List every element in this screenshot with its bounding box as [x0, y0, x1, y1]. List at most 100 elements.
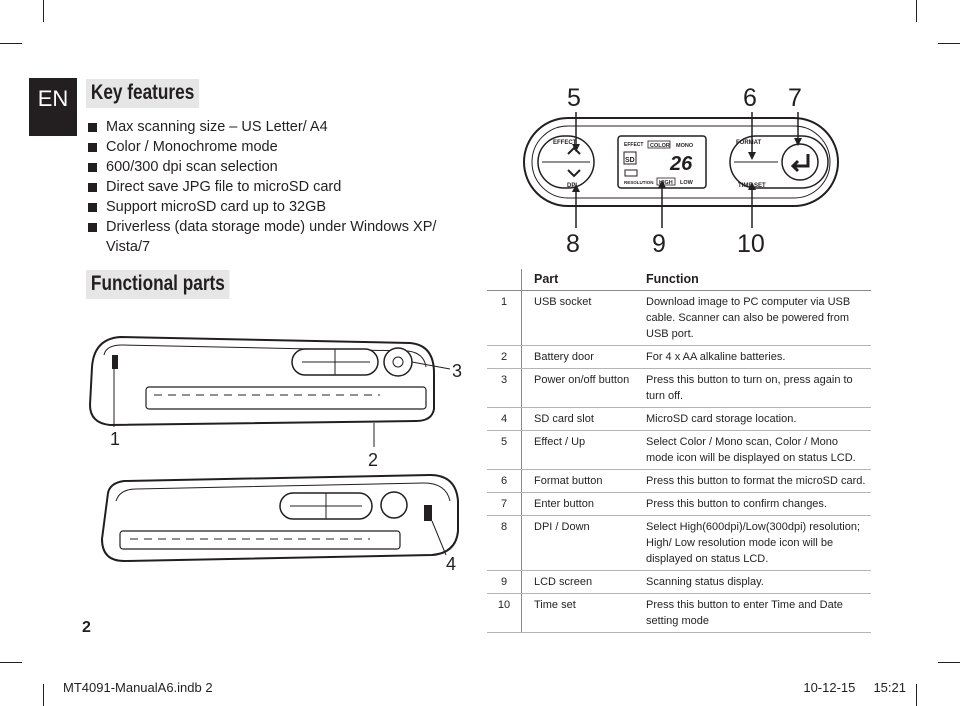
callout-8: 8 — [566, 230, 580, 258]
row-num: 5 — [487, 430, 522, 470]
list-item: Support microSD card up to 32GB — [88, 197, 478, 217]
scanner-device-diagram: 1 2 3 4 — [88, 335, 462, 574]
row-part: Effect / Up — [521, 430, 638, 470]
lcd-low-label: LOW — [680, 180, 694, 186]
dpi-label: DPI — [567, 183, 577, 189]
row-part: Power on/off button — [521, 368, 638, 408]
bullet-icon — [88, 123, 97, 132]
row-function: Select Color / Mono scan, Color / Mono m… — [638, 430, 871, 470]
row-function: Download image to PC computer via USB ca… — [638, 290, 871, 346]
crop-mark — [916, 0, 917, 22]
bullet-icon — [88, 223, 97, 232]
callout-1: 1 — [110, 429, 120, 449]
control-panel-diagram: 5 6 7 8 9 10 EFFECT DPI EFFECT COLOR MON… — [523, 84, 839, 258]
sd-card-icon — [623, 151, 637, 165]
table-header-part: Part — [521, 269, 638, 291]
scanner-bottom-view — [100, 473, 459, 563]
row-part: Format button — [521, 469, 638, 493]
row-part: Battery door — [521, 345, 638, 369]
panel-inner — [531, 125, 831, 199]
row-part: Time set — [521, 593, 638, 633]
row-part: SD card slot — [521, 407, 638, 431]
crop-mark — [938, 43, 960, 44]
row-part: LCD screen — [521, 570, 638, 594]
enter-button — [781, 143, 819, 181]
feature-text: Max scanning size – US Letter/ A4 — [106, 119, 328, 135]
lcd-color-label: COLOR — [650, 143, 670, 149]
row-num: 2 — [487, 345, 522, 369]
feature-text: Direct save JPG file to microSD card — [106, 179, 342, 195]
bullet-icon — [88, 143, 97, 152]
row-function: For 4 x AA alkaline batteries. — [638, 345, 871, 369]
lcd-mono-label: MONO — [676, 143, 694, 149]
crop-mark — [938, 662, 960, 663]
lcd-sd-label: SD — [625, 157, 635, 164]
bullet-icon — [88, 163, 97, 172]
bullet-icon — [88, 183, 97, 192]
callout-4: 4 — [446, 554, 456, 574]
row-num: 6 — [487, 469, 522, 493]
table-header-function: Function — [638, 269, 871, 291]
callout-10: 10 — [737, 230, 765, 258]
row-num: 10 — [487, 593, 522, 633]
row-function: Press this button to format the microSD … — [638, 469, 871, 493]
crop-mark — [43, 0, 44, 22]
list-item: Driverless (data storage mode) under Win… — [88, 217, 478, 257]
list-item: Color / Monochrome mode — [88, 137, 478, 157]
chevron-down-icon — [567, 169, 581, 178]
enter-arrow-icon — [790, 154, 810, 173]
usb-socket — [112, 355, 118, 369]
row-function: Press this button to turn on, press agai… — [638, 368, 871, 408]
row-part: USB socket — [521, 290, 638, 346]
row-function: Scanning status display. — [638, 570, 871, 594]
page-number: 2 — [82, 619, 91, 636]
effect-label: EFFECT — [553, 140, 577, 146]
crop-mark — [0, 43, 22, 44]
footer-timestamp: 10-12-15 15:21 — [803, 680, 906, 695]
crop-mark — [0, 662, 22, 663]
callout-2: 2 — [368, 450, 378, 470]
row-part: DPI / Down — [521, 515, 638, 571]
footer-file-name: MT4091-ManualA6.indb 2 — [63, 680, 213, 695]
row-num: 4 — [487, 407, 522, 431]
lcd-high-label: HIGH — [659, 180, 673, 186]
row-num: 3 — [487, 368, 522, 408]
row-function: Press this button to confirm changes. — [638, 492, 871, 516]
row-function: Press this button to enter Time and Date… — [638, 593, 871, 633]
row-num: 7 — [487, 492, 522, 516]
row-num: 1 — [487, 290, 522, 346]
row-function: Select High(600dpi)/Low(300dpi) resoluti… — [638, 515, 871, 571]
feature-text: Color / Monochrome mode — [106, 139, 278, 155]
row-part: Enter button — [521, 492, 638, 516]
feature-text: Support microSD card up to 32GB — [106, 199, 327, 215]
list-item: Direct save JPG file to microSD card — [88, 177, 478, 197]
power-button — [383, 347, 413, 377]
list-item: 600/300 dpi scan selection — [88, 157, 478, 177]
key-features-heading: Key features — [86, 79, 200, 108]
list-item: Max scanning size – US Letter/ A4 — [88, 117, 478, 137]
callout-6: 6 — [743, 84, 757, 112]
bullet-icon — [88, 203, 97, 212]
sd-card-slot — [424, 505, 432, 521]
format-label: FORMAT — [736, 140, 762, 146]
table-header-num — [487, 269, 522, 291]
functional-parts-heading: Functional parts — [86, 270, 230, 299]
footer-date: 10-12-15 — [803, 680, 856, 695]
row-num: 8 — [487, 515, 522, 571]
feature-text: Driverless (data storage mode) under Win… — [106, 219, 437, 255]
crop-mark — [43, 684, 44, 706]
language-tab: EN — [29, 78, 77, 136]
lcd-counter: 26 — [669, 153, 693, 175]
crop-mark — [916, 684, 917, 706]
feature-text: 600/300 dpi scan selection — [106, 159, 278, 175]
